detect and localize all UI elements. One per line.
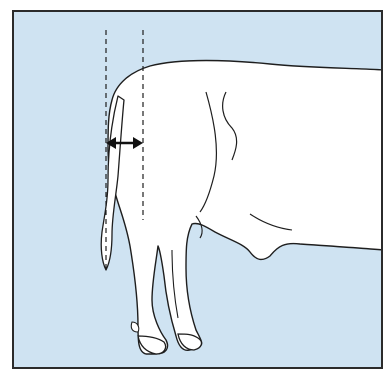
diagram-frame (0, 0, 388, 374)
cow-diagram (0, 0, 388, 374)
